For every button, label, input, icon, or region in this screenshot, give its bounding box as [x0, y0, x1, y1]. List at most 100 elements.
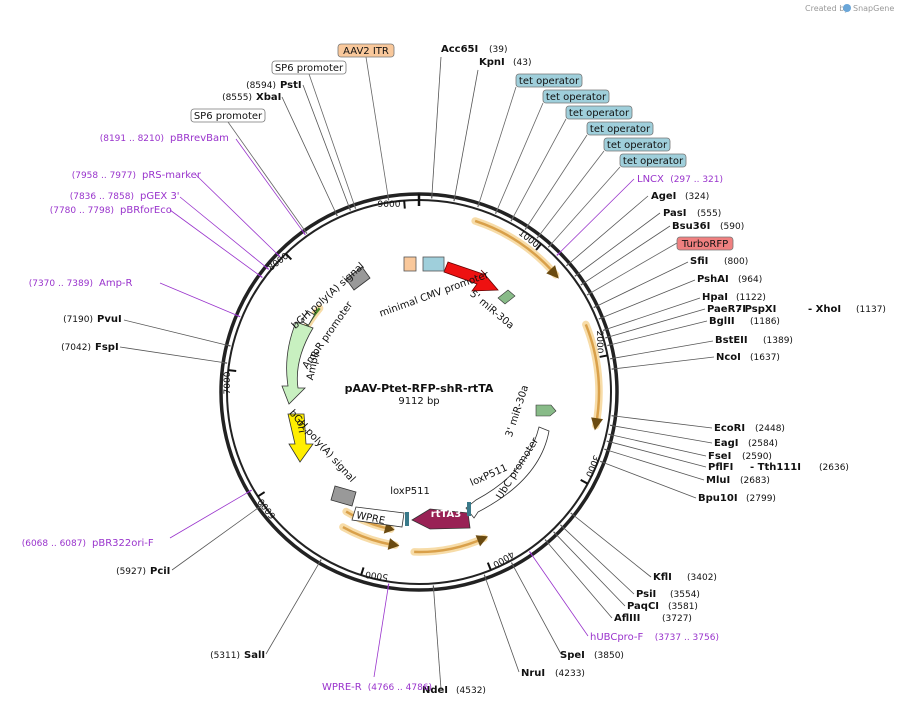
leader-line — [169, 492, 247, 539]
leader-tip — [593, 304, 600, 309]
site-labels: Acc65I(39)KpnI(43)AgeI(324)PasI(555)Bsu3… — [22, 43, 886, 696]
enzyme-position: (4233) — [555, 669, 585, 679]
tick-mark — [360, 567, 365, 576]
leader-line — [579, 212, 661, 274]
leader-line — [119, 346, 222, 363]
leader-line — [179, 196, 265, 266]
tick-mark — [486, 562, 492, 571]
feature-box — [565, 105, 633, 120]
ampr-promoter-block — [300, 310, 316, 326]
leader-line — [433, 591, 442, 690]
enzyme-position: (8594) — [246, 81, 276, 91]
leader-tip — [303, 228, 308, 234]
plasmid-name: pAAV-Ptet-RFP-shR-rtTA — [345, 382, 494, 395]
enzyme-position: (3402) — [687, 573, 717, 583]
enzyme-label: EagI — [714, 438, 738, 449]
enzyme-label: PasI — [663, 208, 686, 219]
leader-line — [615, 425, 713, 444]
feature-box-label: SP6 promoter — [194, 111, 263, 122]
bgh-polya-block — [345, 266, 371, 291]
leader-line — [513, 567, 562, 655]
enzyme-position: (324) — [685, 192, 709, 202]
itr-block — [403, 256, 417, 272]
leader-tip — [565, 261, 572, 267]
leader-tip — [353, 202, 357, 209]
enzyme-label: - XhoI — [808, 304, 841, 315]
leader-tip — [246, 489, 252, 494]
leader-line — [532, 556, 589, 637]
leader-tip — [347, 204, 351, 211]
enzyme-position: (1186) — [750, 317, 780, 327]
leader-tip — [221, 361, 228, 364]
enzyme-position: (1389) — [763, 336, 793, 346]
feature-box — [190, 108, 266, 123]
leader-line — [575, 516, 652, 578]
leader-line — [479, 86, 517, 202]
leader-line — [169, 209, 258, 275]
enzyme-position: (39) — [489, 45, 507, 55]
enzyme-label: HpaI — [702, 292, 728, 303]
ubc-promoter-arrow — [465, 426, 550, 519]
enzyme-position: (7042) — [61, 343, 91, 353]
leader-tip — [574, 272, 580, 277]
leader-tip — [604, 448, 611, 452]
feature-box — [515, 73, 583, 88]
leader-tip — [570, 512, 576, 518]
enzyme-position: (2584) — [748, 439, 778, 449]
credit: Created by SnapGene — [805, 4, 894, 13]
leader-line — [485, 580, 520, 673]
tick-mark — [285, 253, 293, 261]
feature-box — [271, 60, 347, 75]
feature-box — [586, 121, 654, 136]
leader-tip — [275, 252, 281, 258]
leader-tip — [477, 201, 481, 208]
enzyme-position: (964) — [738, 275, 762, 285]
leader-tip — [256, 504, 262, 510]
feature-box-label: tet operator — [569, 108, 630, 119]
enzyme-label: EcoRI — [714, 423, 745, 434]
feature-box-label: tet operator — [590, 124, 651, 135]
leader-tip — [510, 562, 515, 569]
leader-tip — [524, 224, 529, 230]
enzyme-label: SfiI — [690, 256, 708, 267]
feature-label: rtTA3 — [431, 509, 461, 520]
credit-prefix: Created by — [805, 4, 849, 13]
enzyme-position: (2636) — [819, 463, 849, 473]
leader-line — [613, 320, 708, 345]
enzyme-label: NdeI — [422, 685, 448, 696]
leader-tip — [301, 229, 306, 236]
feature-box — [337, 43, 395, 58]
feature-label: loxP511 — [390, 486, 430, 497]
orf-arrow-head — [387, 538, 400, 550]
tick-label: 2000 — [594, 331, 604, 354]
tick-mark — [535, 243, 542, 251]
enzyme-position: (3850) — [594, 651, 624, 661]
enzyme-position: (43) — [513, 58, 531, 68]
leader-tip — [494, 207, 499, 214]
leader-line — [513, 118, 567, 217]
leader-line — [617, 356, 715, 369]
leader-line — [551, 166, 621, 244]
enzyme-label: Bpu10I — [698, 493, 738, 504]
enzyme-label: BglII — [709, 316, 735, 327]
leader-tip — [610, 357, 617, 360]
leader-tip — [559, 524, 566, 530]
enzyme-label: PaqCI — [627, 601, 659, 612]
tet-operator-block — [422, 256, 445, 272]
enzyme-label: PaeR7I — [707, 304, 746, 315]
primer-position: (7958 .. 7977) — [72, 171, 136, 181]
leader-tip — [607, 343, 614, 347]
leader-line — [431, 56, 442, 193]
tick-mark — [599, 354, 608, 358]
tick-label: 5000 — [364, 568, 388, 581]
leader-tip — [611, 367, 618, 370]
enzyme-position: (2799) — [746, 494, 776, 504]
primer-label: Amp-R — [99, 278, 133, 289]
mir-30a-3-block — [535, 404, 557, 417]
feature-box — [542, 89, 610, 104]
enzyme-label: MluI — [706, 475, 730, 486]
primer-position: (8191 .. 8210) — [100, 134, 164, 144]
enzyme-label: PflFI — [708, 462, 733, 473]
primer-label: pBRforEco — [120, 205, 172, 216]
credit-brand: SnapGene — [853, 4, 894, 13]
